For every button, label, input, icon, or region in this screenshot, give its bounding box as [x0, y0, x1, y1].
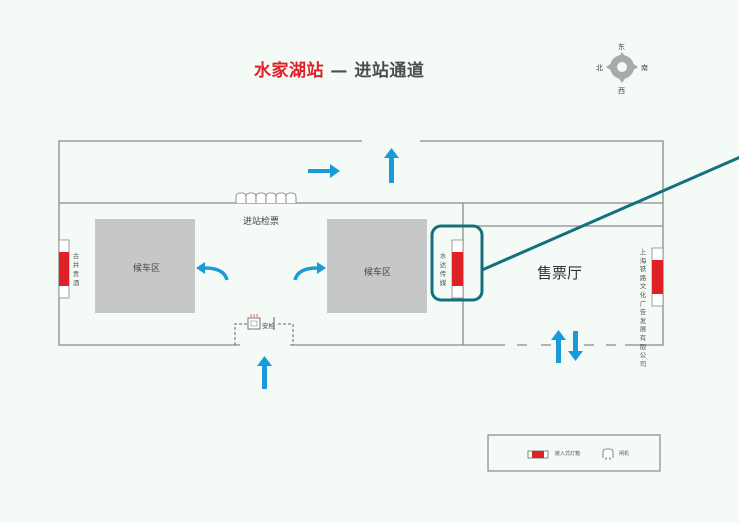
gate-icon	[265, 192, 277, 203]
waiting-area-left-label: 候车区	[133, 264, 161, 274]
lightbox-middle	[451, 239, 464, 299]
waiting-zone-right	[327, 219, 427, 313]
lightbox-right	[651, 247, 664, 307]
compass-east: 东	[618, 43, 625, 51]
compass-icon	[606, 52, 638, 83]
compass-west: 西	[618, 87, 625, 95]
title-subtitle: 进站通道	[354, 61, 425, 81]
waiting-zone-left	[95, 219, 195, 313]
station-name: 水家湖站	[254, 61, 324, 81]
legend-lightbox-label: 嵌入式灯箱	[555, 451, 581, 457]
highlight-box	[430, 224, 484, 302]
lightbox-left	[58, 239, 70, 299]
legend-lightbox-icon	[527, 450, 549, 459]
security-label: 安检	[262, 322, 275, 330]
curved-arrow-left-icon	[204, 266, 229, 281]
legend-gate-icon	[602, 448, 614, 460]
ad-right-label: 上海铁路文化广告发展有限公司	[639, 248, 647, 368]
ad-middle-label: 水达传媒	[439, 252, 447, 287]
curved-arrow-left-head	[196, 262, 205, 274]
arrow-up-icon	[551, 330, 566, 363]
curved-arrow-right-icon	[293, 266, 318, 281]
ticket-check-label: 进站检票	[243, 217, 280, 227]
curved-arrows	[204, 266, 318, 281]
arrow-down-icon	[568, 331, 583, 361]
arrow-up-icon	[384, 148, 399, 183]
ad-left-label: 古井贡酒	[72, 252, 80, 287]
flow-arrows	[257, 148, 583, 389]
callout-line	[481, 155, 739, 272]
title-separator: —	[324, 61, 355, 81]
page-title: 水家湖站 — 进站通道	[254, 56, 424, 81]
ticket-gates	[235, 192, 297, 203]
ticket-hall-label: 售票厅	[537, 264, 583, 282]
gate-icon	[235, 192, 247, 203]
gate-icon	[275, 192, 287, 203]
legend-gate-label: 闸机	[619, 451, 630, 457]
security-zone	[234, 323, 294, 345]
curved-arrow-right-head	[317, 262, 326, 274]
compass-north: 北	[596, 64, 603, 72]
arrow-right-icon	[308, 164, 340, 178]
wall-right-outer	[420, 140, 664, 346]
security-scanner-icon	[247, 314, 261, 330]
arrow-up-icon	[257, 356, 272, 389]
gate-icon	[245, 192, 257, 203]
gate-icon	[285, 192, 297, 203]
gate-icon	[255, 192, 267, 203]
compass-south: 南	[641, 64, 648, 72]
legend-box	[487, 434, 661, 472]
waiting-area-right-label: 候车区	[364, 268, 392, 278]
